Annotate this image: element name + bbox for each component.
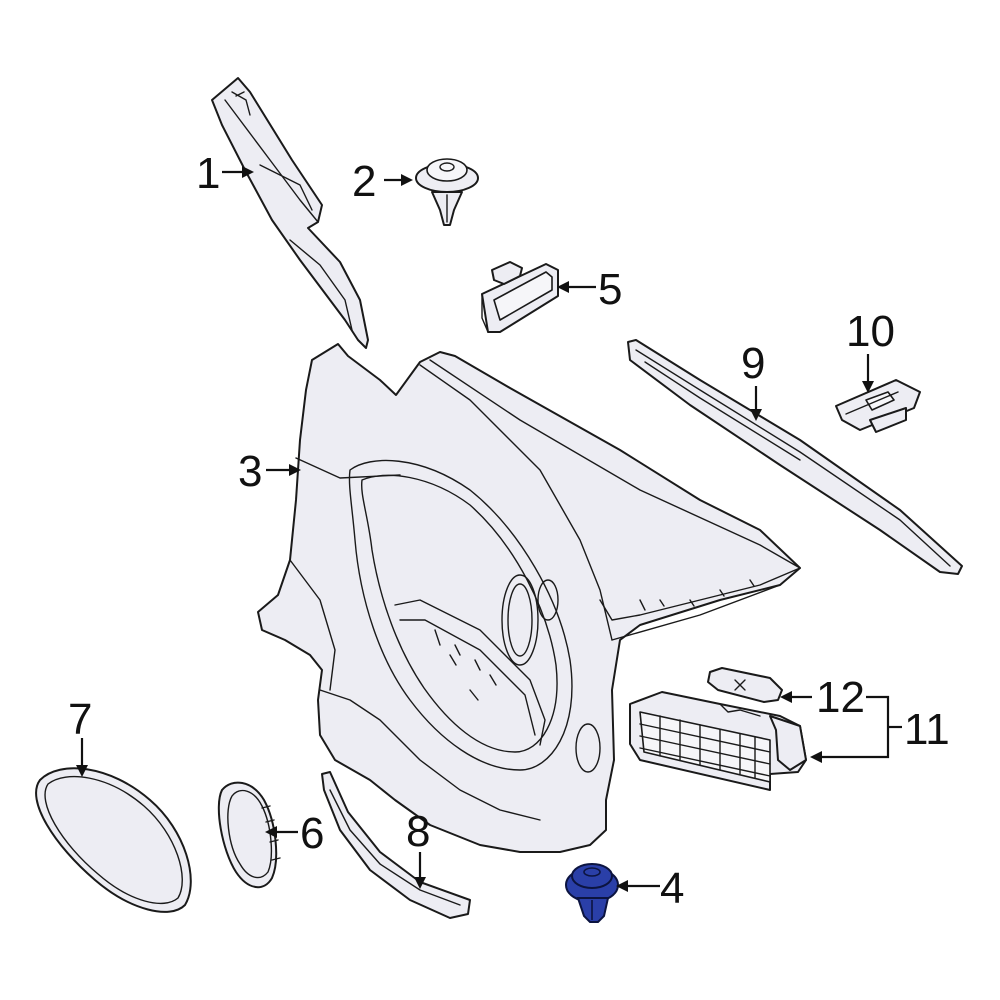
part-11-vent-grille[interactable]	[629, 691, 807, 791]
part-2-push-clip[interactable]	[415, 158, 479, 226]
part-5-bracket[interactable]	[481, 261, 559, 333]
part-10-retainer[interactable]	[835, 379, 921, 433]
part-8-trim-molding[interactable]	[321, 771, 471, 919]
part-6-speaker-cover[interactable]	[217, 781, 281, 888]
callout-7: 7	[68, 695, 92, 744]
part-3-quarter-trim-panel[interactable]	[257, 343, 801, 853]
callout-4: 4	[660, 864, 684, 913]
callout-3: 3	[238, 447, 262, 496]
part-4-push-clip-highlighted[interactable]	[565, 863, 619, 923]
callout-labels: 1 2 3 4 5 6 7 8 9 10 11 12	[68, 149, 950, 913]
callout-8: 8	[406, 807, 430, 856]
part-12-clip[interactable]	[707, 667, 783, 703]
part-7-speaker-grille[interactable]	[35, 767, 192, 913]
part-1-pillar-trim[interactable]	[211, 77, 369, 349]
callout-6: 6	[300, 809, 324, 858]
callout-11: 11	[904, 705, 950, 754]
callout-9: 9	[741, 339, 765, 388]
part-9-trim-strip[interactable]	[627, 339, 963, 575]
callout-2: 2	[352, 157, 376, 206]
callout-1: 1	[196, 149, 220, 198]
callout-12: 12	[816, 673, 865, 722]
callout-10: 10	[846, 307, 895, 356]
leader-lines	[76, 166, 902, 892]
callout-5: 5	[598, 265, 622, 314]
